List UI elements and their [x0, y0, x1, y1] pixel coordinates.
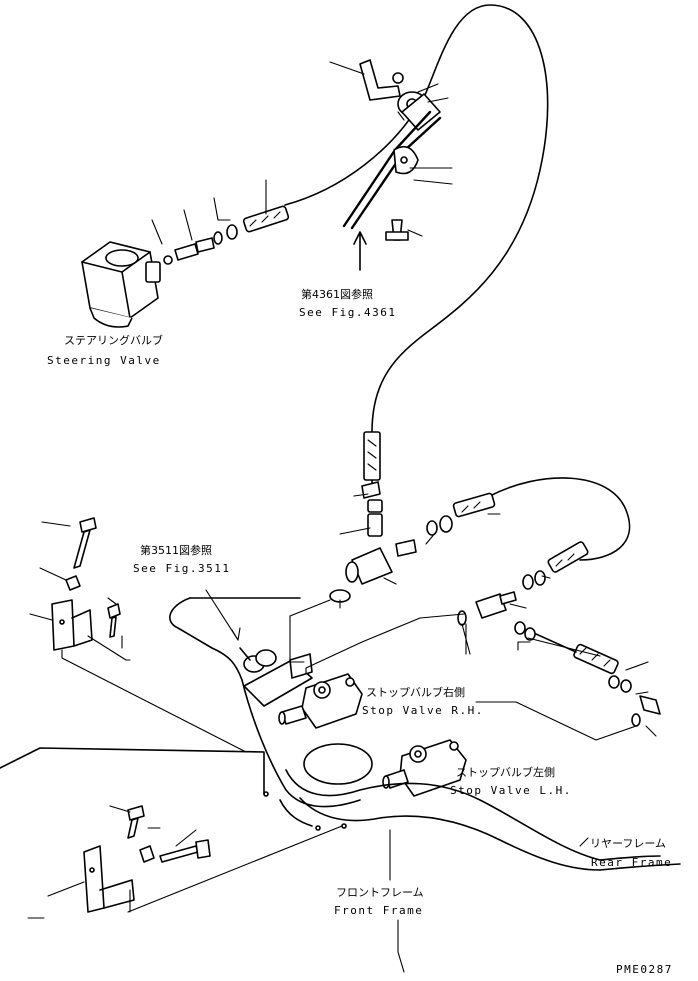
fig4361-ref-en: See Fig.4361 [299, 306, 397, 319]
bracket-assembly-3511 [239, 647, 313, 707]
middle-fittings [329, 481, 453, 603]
steering-valve-label-jp: ステアリングバルブ [64, 334, 163, 347]
stop-valve-rh [278, 673, 363, 729]
stop-valve-lh-label-en: Stop Valve L.H. [450, 784, 572, 797]
right-hose-loop [452, 477, 631, 573]
drawing-code: PME0287 [616, 963, 673, 976]
rear-frame-label-jp: リヤーフレーム [590, 837, 667, 850]
rear-frame-label-en: Rear Frame [591, 856, 673, 869]
steering-valve-label-en: Steering Valve [47, 354, 161, 367]
stop-valve-rh-label-jp: ストップバルブ右側 [366, 686, 465, 699]
steering-fittings [174, 205, 290, 261]
left-bolt-bracket [51, 517, 121, 651]
fig4361-ref-jp: 第4361図参照 [301, 288, 373, 301]
bottom-left-bolt-bracket [83, 805, 211, 913]
front-frame-label-jp: フロントフレーム [336, 886, 424, 899]
leader-lines [27, 61, 657, 973]
fig3511-ref-en: See Fig.3511 [133, 562, 231, 575]
middle-hose [363, 431, 381, 481]
stop-valve-rh-label-en: Stop Valve R.H. [362, 704, 484, 717]
frame-outline [0, 597, 681, 871]
front-frame-label-en: Front Frame [334, 904, 424, 917]
stop-valve-lh-label-jp: ストップバルブ左側 [456, 766, 555, 779]
rh-right-fittings [457, 570, 661, 727]
top-clamp-assembly [342, 59, 442, 271]
fig3511-ref-jp: 第3511図参照 [140, 544, 212, 557]
steering-valve [81, 241, 173, 328]
upper-hose-loop [284, 4, 549, 486]
